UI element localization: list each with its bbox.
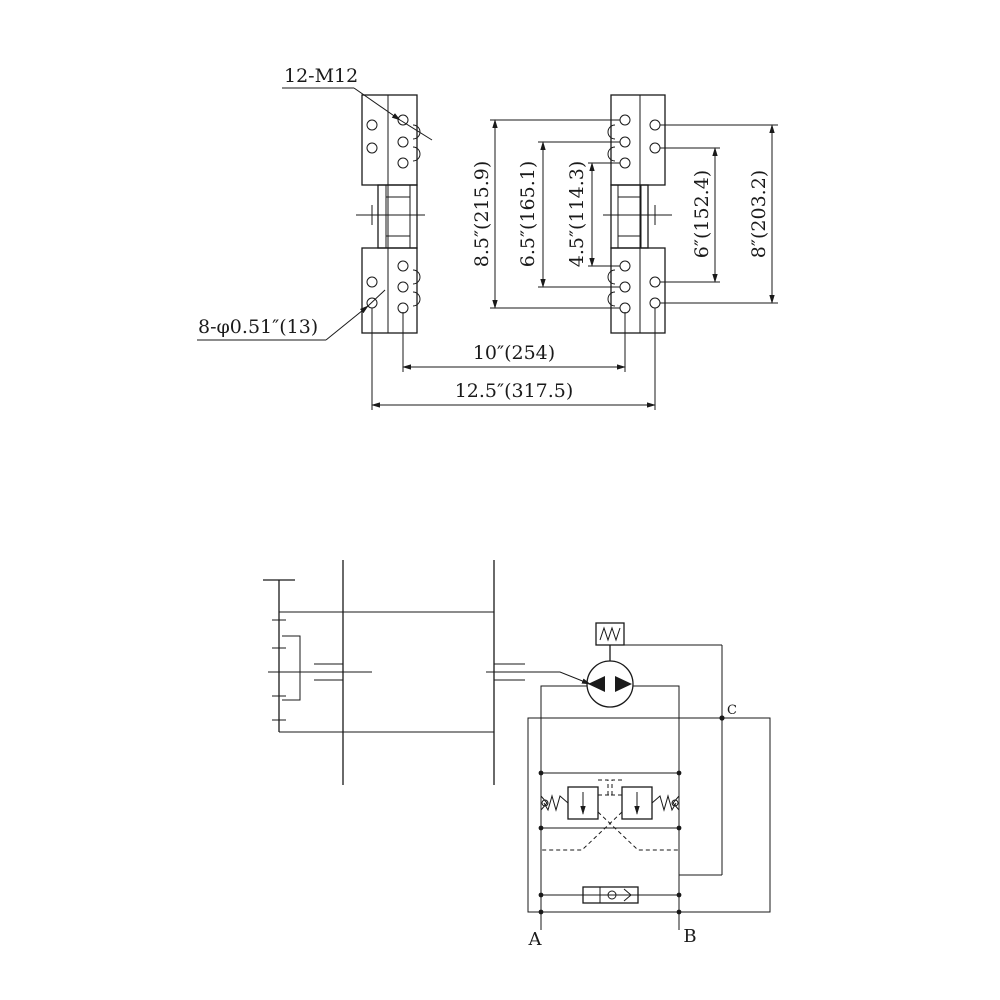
right-bracket bbox=[603, 94, 672, 334]
height-4-5-label: 4.5″(114.3) bbox=[566, 161, 588, 268]
hydraulic-schematic: A B C bbox=[263, 560, 771, 950]
width-inner-label: 10″(254) bbox=[473, 342, 555, 364]
height-8-5-label: 8.5″(215.9) bbox=[471, 161, 493, 268]
left-bracket-holes bbox=[366, 114, 421, 314]
thread-callout-label: 12-M12 bbox=[284, 65, 358, 87]
hydraulic-pump bbox=[586, 622, 723, 875]
right-bracket-holes bbox=[607, 114, 661, 314]
bore-callout-label: 8-φ0.51″(13) bbox=[198, 316, 318, 338]
bracket-drawing: 12-M12 8-φ0.51″(13) 10″(254) 12.5″(317.5… bbox=[197, 65, 778, 410]
height-8-label: 8″(203.2) bbox=[748, 170, 770, 258]
height-dimensions: 8.5″(215.9) 6.5″(165.1) 4.5″(114.3) 6″(1… bbox=[471, 119, 778, 309]
port-b-label: B bbox=[683, 926, 696, 947]
relief-valve-left bbox=[540, 779, 679, 851]
port-c-label: C bbox=[727, 703, 737, 718]
bore-callout: 8-φ0.51″(13) bbox=[197, 289, 386, 341]
left-bracket bbox=[356, 94, 425, 334]
relief-valve-right bbox=[541, 779, 680, 851]
shuttle-valve bbox=[582, 886, 639, 904]
hydraulic-lines bbox=[527, 685, 771, 930]
thread-callout: 12-M12 bbox=[282, 65, 433, 141]
port-a-label: A bbox=[528, 929, 543, 950]
width-outer-label: 12.5″(317.5) bbox=[455, 380, 574, 402]
actuator-mechanism bbox=[263, 560, 591, 785]
height-6-label: 6″(152.4) bbox=[691, 170, 713, 258]
width-dimensions: 10″(254) 12.5″(317.5) bbox=[371, 308, 656, 410]
height-6-5-label: 6.5″(165.1) bbox=[517, 161, 539, 268]
